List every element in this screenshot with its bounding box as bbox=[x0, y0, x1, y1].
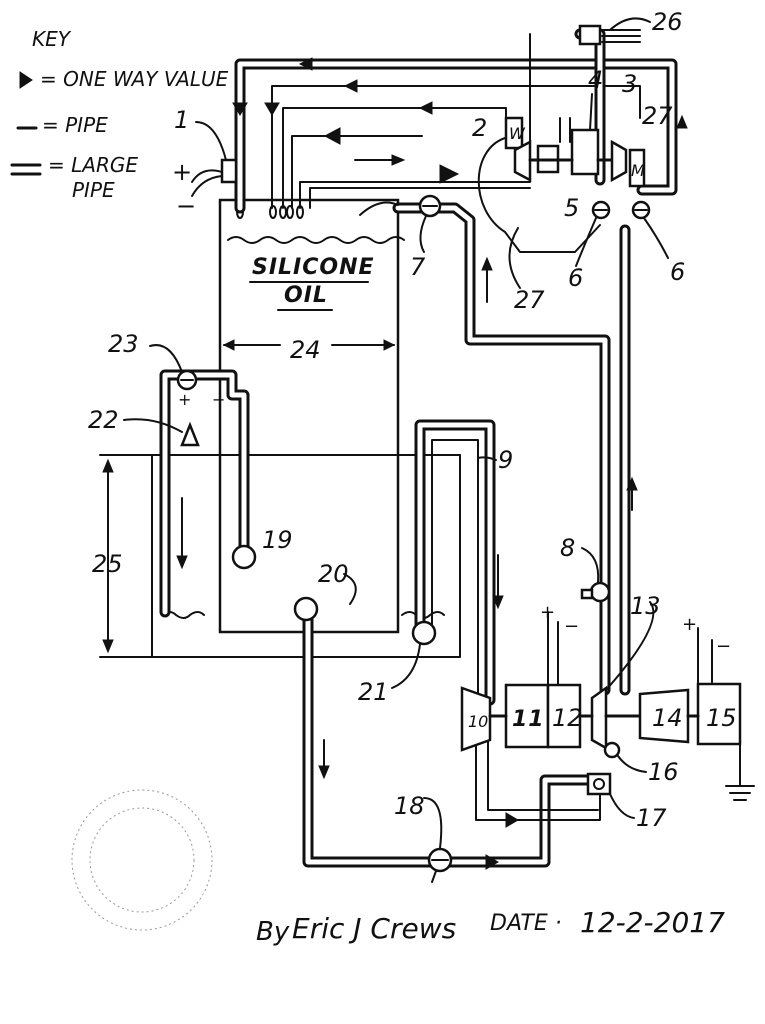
signature-by: By bbox=[256, 917, 290, 947]
turbine-3 bbox=[610, 139, 628, 183]
label-8: 8 bbox=[560, 534, 575, 562]
label-2: 2 bbox=[472, 114, 487, 142]
label-22: 22 bbox=[88, 406, 119, 434]
label-17: 17 bbox=[636, 804, 667, 832]
motor-4 bbox=[570, 128, 600, 176]
sensor-minus: − bbox=[212, 390, 225, 409]
sensor-1-minus: − bbox=[176, 192, 196, 220]
key-legend: KEY = ONE WAY VALUE = PIPE = LARGE PIPE bbox=[10, 27, 229, 202]
valve-18-group: 18 bbox=[394, 792, 453, 883]
key-entry-pipe: = PIPE bbox=[42, 113, 108, 137]
component-w-box bbox=[504, 116, 524, 150]
component-15 bbox=[696, 682, 742, 746]
component-17 bbox=[586, 772, 612, 796]
label-14: 14 bbox=[652, 704, 683, 732]
float-21 bbox=[411, 620, 437, 646]
label-26: 26 bbox=[652, 8, 683, 36]
float-20 bbox=[293, 596, 319, 622]
turbine-13 bbox=[590, 685, 608, 751]
float-group: 20 21 9 bbox=[293, 446, 513, 706]
label-6b: 6 bbox=[670, 258, 685, 286]
label-11: 11 bbox=[512, 707, 545, 732]
valve-8-group: 8 bbox=[560, 534, 611, 603]
sensor-plus: + bbox=[178, 390, 191, 409]
lead-11-plus: + bbox=[540, 602, 555, 623]
oil-surface-wave bbox=[227, 236, 405, 244]
label-18: 18 bbox=[394, 792, 425, 820]
sensor-1-plus: + bbox=[172, 158, 192, 186]
key-entry-large-pipe-line2: PIPE bbox=[72, 178, 115, 202]
turbine-2 bbox=[513, 139, 532, 183]
label-5: 5 bbox=[564, 194, 579, 222]
key-entry-valve: = ONE WAY VALUE bbox=[40, 67, 229, 91]
component-m: M bbox=[631, 161, 645, 180]
float-19 bbox=[231, 544, 257, 570]
notary-seal bbox=[71, 789, 213, 931]
date-value: 12-2-2017 bbox=[580, 906, 725, 939]
vent-26 bbox=[578, 24, 602, 46]
signature-name: Eric J Crews bbox=[292, 912, 456, 945]
component-14 bbox=[638, 688, 690, 744]
lead-15-plus: + bbox=[682, 614, 697, 635]
one-way-valve bbox=[232, 102, 248, 116]
one-way-valve-icon bbox=[19, 71, 33, 89]
label-16: 16 bbox=[648, 758, 679, 786]
component-m-box bbox=[628, 148, 646, 188]
label-10: 10 bbox=[468, 712, 488, 731]
valve-8 bbox=[589, 581, 611, 603]
label-23: 23 bbox=[108, 330, 139, 358]
label-25: 25 bbox=[92, 550, 123, 578]
sensor-1 bbox=[220, 158, 238, 184]
sensor-16 bbox=[603, 741, 621, 759]
pump-7-group: 7 bbox=[359, 194, 442, 281]
label-13: 13 bbox=[630, 592, 661, 620]
label-21: 21 bbox=[358, 678, 389, 706]
label-27a: 27 bbox=[514, 286, 545, 314]
date-label: DATE · bbox=[490, 911, 562, 936]
valve-22 bbox=[180, 421, 200, 447]
label-19: 19 bbox=[262, 526, 293, 554]
label-4: 4 bbox=[588, 66, 603, 94]
label-27b: 27 bbox=[642, 102, 673, 130]
component-w: W bbox=[509, 124, 526, 143]
bottom-generator-assembly: 10 11 12 14 15 + − + − 13 16 17 bbox=[460, 592, 755, 832]
label-15: 15 bbox=[706, 704, 737, 732]
one-way-valve bbox=[505, 812, 519, 828]
motor-11 bbox=[504, 683, 550, 749]
label-6a: 6 bbox=[568, 264, 583, 292]
label-24: 24 bbox=[290, 336, 321, 364]
top-generator-assembly: W M 4 3 2 27 5 6 6 27 26 bbox=[472, 8, 685, 314]
label-3: 3 bbox=[622, 70, 637, 98]
label-12: 12 bbox=[552, 704, 583, 732]
key-title: KEY bbox=[32, 27, 72, 51]
lead-11-minus: − bbox=[564, 616, 579, 637]
pipe-network bbox=[232, 28, 688, 870]
sensor-1-group: 1 + − bbox=[172, 106, 238, 220]
level-sensor-assembly: 23 22 19 + − bbox=[88, 330, 293, 618]
one-way-valve bbox=[264, 102, 280, 116]
label-9: 9 bbox=[498, 446, 513, 474]
turbine-10 bbox=[460, 686, 492, 752]
signature-block: By Eric J Crews DATE · 12-2-2017 bbox=[256, 906, 725, 947]
enclosure-27 bbox=[477, 137, 601, 253]
label-1: 1 bbox=[174, 106, 189, 134]
tank-label-line2: OIL bbox=[284, 283, 328, 308]
one-way-valve bbox=[439, 164, 460, 184]
one-way-valve bbox=[323, 127, 341, 145]
key-entry-large-pipe: = LARGE bbox=[48, 153, 138, 177]
motor-12 bbox=[546, 683, 582, 749]
label-7: 7 bbox=[410, 253, 426, 281]
one-way-valve bbox=[485, 854, 499, 870]
tank-label-line1: SILICONE bbox=[252, 255, 375, 280]
lead-15-minus: − bbox=[716, 636, 731, 657]
